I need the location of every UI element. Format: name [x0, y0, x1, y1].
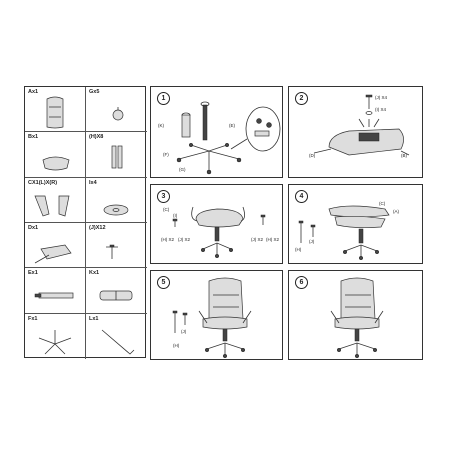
screw-icon [106, 244, 118, 259]
part-label: CX1(L)X(R) [28, 179, 58, 186]
step-4-illustration [298, 205, 390, 261]
part-tag: (E) [229, 123, 235, 128]
part-cell: CX1(L)X(R) [25, 177, 86, 223]
part-tag: (A) [393, 209, 399, 214]
part-tag: (C) [163, 207, 170, 212]
part-tag: (J) X4 [375, 95, 388, 100]
part-tag: (I) X4 [375, 107, 387, 112]
part-tag: (H) [173, 343, 180, 348]
step-number: 4 [295, 190, 308, 203]
step-3-panel: 3 (C) (I) (H) X2 (J) X2 (J) X2 (H) X2 [150, 184, 283, 264]
step-number: 2 [295, 92, 308, 105]
step-4-panel: 4 (C) (A) (H) (J) [288, 184, 423, 264]
part-tag: (B) [401, 153, 407, 158]
part-cell: Ax1 [25, 87, 86, 133]
step-3-illustration [172, 206, 266, 259]
part-cell: (J)X12 [86, 223, 147, 269]
step-5-illustration [172, 277, 252, 359]
part-tag: (G) [179, 167, 186, 172]
backrest-icon [46, 96, 64, 129]
tilt-mechanism-icon [34, 244, 72, 264]
part-tag: (F) [163, 152, 169, 157]
part-cell: Kx1 [86, 268, 147, 314]
part-tag: (K) [158, 123, 164, 128]
step-number: 6 [295, 276, 308, 289]
part-label: Lx1 [89, 315, 99, 322]
part-cell: Fx1 [25, 313, 86, 359]
step-number: 1 [157, 92, 170, 105]
gas-lift-icon [34, 292, 74, 299]
caster-icon [112, 107, 124, 121]
part-tag: (I) [173, 213, 178, 218]
step-6-illustration [330, 277, 384, 359]
part-cell: Bx1 [25, 132, 86, 178]
step-6-panel: 6 [288, 270, 423, 360]
part-label: Ax1 [28, 89, 39, 95]
part-label: Ex1 [28, 270, 38, 277]
cylinder-cover-icon [99, 290, 133, 301]
part-tag: (H) [295, 247, 302, 252]
part-tag: (C) [379, 201, 386, 206]
step-number: 5 [157, 276, 170, 289]
part-label: Fx1 [28, 315, 38, 322]
part-cell: Dx1 [25, 222, 86, 269]
allen-key-icon [101, 329, 135, 355]
armrest-icon [34, 195, 70, 217]
seat-cushion-icon [42, 156, 70, 171]
washer-icon [111, 145, 123, 169]
step-number: 3 [157, 190, 170, 203]
part-tag: (J) X2 [251, 237, 264, 242]
part-cell: Ix4 [86, 178, 147, 223]
part-label: (H)X8 [89, 134, 104, 141]
part-tag: (J) [309, 239, 315, 244]
step-1-illustration [176, 101, 281, 175]
step-5-panel: 5 (J) (H) [150, 270, 283, 360]
part-tag: (J) X2 [178, 237, 191, 242]
part-tag: (D) [309, 153, 316, 158]
part-label: Dx1 [28, 224, 39, 231]
part-label: Ix4 [89, 179, 97, 186]
part-cell: Ex1 [25, 268, 86, 314]
part-label: (J)X12 [89, 224, 106, 231]
part-tag: (H) X2 [161, 237, 175, 242]
step-2-panel: 2 (J) X4 (I) X4 (D) (B) [288, 86, 423, 178]
part-label: Bx1 [28, 134, 39, 141]
part-cell: (H)X8 [86, 132, 147, 178]
part-tag: (H) X2 [266, 237, 280, 242]
part-tag: (J) [181, 329, 187, 334]
star-base-icon [38, 329, 72, 354]
part-cell: Lx1 [86, 314, 147, 359]
step-2-illustration [313, 94, 410, 156]
part-label: Gx5 [89, 89, 100, 95]
bolt-icon [103, 204, 129, 216]
part-label: Kx1 [89, 270, 100, 277]
step-1-panel: 1 (K) (E) (F) (G) [150, 86, 283, 178]
part-cell: Gx5 [86, 87, 147, 133]
